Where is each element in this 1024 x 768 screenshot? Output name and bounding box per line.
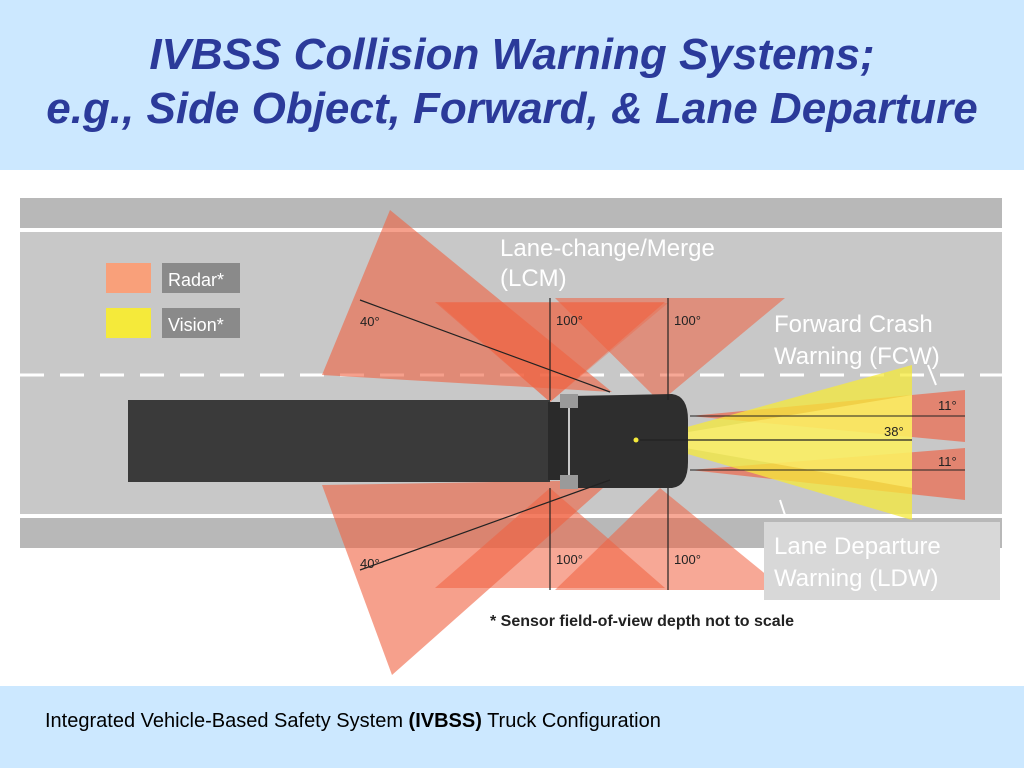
title-banner [0, 0, 1024, 170]
angle-line-rear-top [359, 299, 611, 393]
fcw-label-line-1: Forward Crash [774, 311, 933, 338]
fcw-label-line-2: Warning (FCW) [774, 343, 940, 370]
truck-trailer [128, 400, 550, 482]
caption-bold: (IVBSS) [408, 710, 482, 732]
legend-vision-label: Vision* [168, 315, 224, 335]
ldw-label-box [764, 522, 1000, 600]
mirror-right-icon [560, 475, 578, 489]
sensor-diagram: 40° 40° 100° 100° 100° 100° 11° 38° 11° … [20, 198, 1002, 675]
angle-label-forward-mid: 38° [884, 424, 904, 439]
legend-vision-box [162, 308, 240, 338]
truck-coupling [548, 402, 568, 480]
vision-sensor-icon [633, 437, 639, 443]
angle-label-side-bottom-left: 100° [556, 552, 583, 567]
legend-radar-box [162, 263, 240, 293]
angle-label-rear-bottom: 40° [360, 556, 380, 571]
lcm-label-line-1: Lane-change/Merge [500, 235, 715, 262]
angle-label-side-top-right: 100° [674, 313, 701, 328]
ldw-label-line-2: Warning (LDW) [774, 565, 938, 592]
caption-banner [0, 686, 1024, 768]
legend-radar-label: Radar* [168, 270, 224, 290]
ldw-label-line-1: Lane Departure [774, 533, 941, 560]
vision-cone-forward-core [640, 395, 912, 488]
caption-prefix: Integrated Vehicle-Based Safety System [45, 710, 409, 732]
slide-title-line-1: IVBSS Collision Warning Systems; [149, 30, 875, 79]
legend-vision-swatch [106, 308, 151, 338]
fcw-pointer-icon [927, 364, 937, 386]
sensor-depth-note: * Sensor field-of-view depth not to scal… [490, 613, 794, 630]
road-shoulder-top [20, 198, 1002, 228]
angle-label-side-bottom-right: 100° [674, 552, 701, 567]
radar-cone-side-bottom-right [555, 488, 785, 590]
legend-radar-swatch [106, 263, 151, 293]
slide-title-line-2: e.g., Side Object, Forward, & Lane Depar… [46, 84, 978, 133]
angle-label-forward-bottom: 11° [938, 454, 957, 469]
angle-label-rear-top: 40° [360, 314, 380, 329]
mirror-left-icon [560, 394, 578, 408]
angle-label-side-top-left: 100° [556, 313, 583, 328]
truck-cab [570, 394, 688, 488]
radar-cone-side-top-right [555, 298, 785, 402]
angle-line-rear-bottom [359, 479, 611, 571]
caption-suffix: Truck Configuration [481, 710, 661, 732]
radar-cone-side-top-upper [438, 303, 668, 402]
ldw-pointer-icon [779, 499, 786, 516]
angle-label-forward-top: 11° [938, 398, 957, 413]
lcm-label-line-2: (LCM) [500, 265, 567, 292]
caption: Integrated Vehicle-Based Safety System (… [45, 710, 661, 733]
